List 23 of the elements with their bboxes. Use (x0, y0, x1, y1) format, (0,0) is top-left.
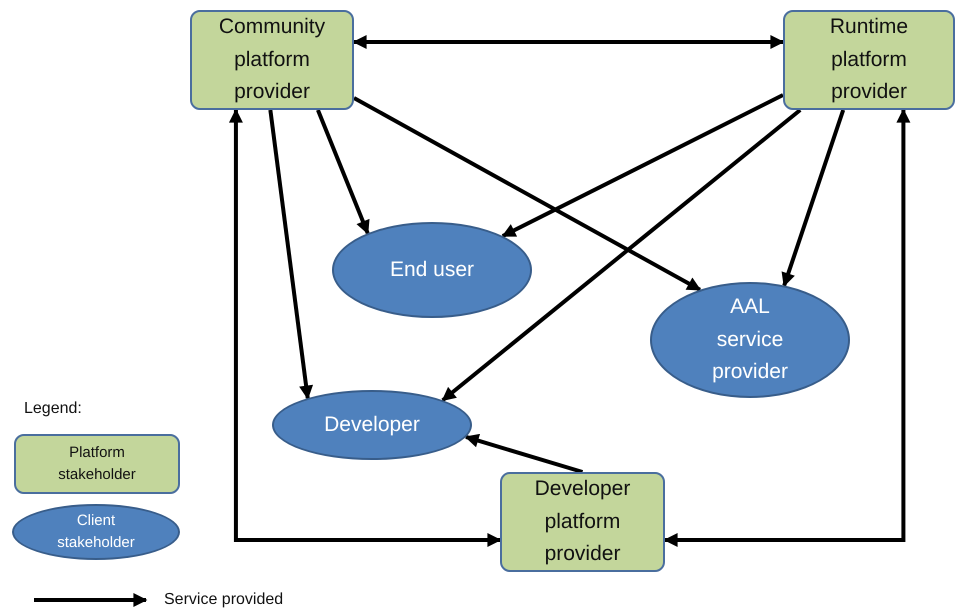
node-label: End user (390, 256, 474, 283)
arrow (353, 96, 702, 292)
arrow (268, 110, 314, 400)
platform-box (783, 10, 955, 110)
arrow (501, 93, 784, 238)
arrow (664, 108, 910, 547)
arrow (464, 434, 584, 474)
arrow (441, 108, 802, 402)
node-label: Community platform provider (218, 14, 326, 106)
legend-ellipse: Client stakeholder (12, 504, 180, 560)
arrow (316, 109, 370, 235)
node-label: Developer platform provider (534, 476, 632, 568)
arrow (228, 108, 502, 547)
legend-label: Service provided (164, 591, 284, 609)
legend-heading: Legend: (24, 400, 82, 418)
node-label: Runtime platform provider (828, 14, 910, 106)
node-label: Developer (324, 412, 420, 438)
arrow (782, 109, 846, 287)
platform-box (500, 472, 665, 572)
platform-box (190, 10, 354, 110)
arrow (352, 35, 784, 49)
node-label: AAL service provider (711, 294, 789, 386)
legend-box: Platform stakeholder (14, 434, 180, 494)
